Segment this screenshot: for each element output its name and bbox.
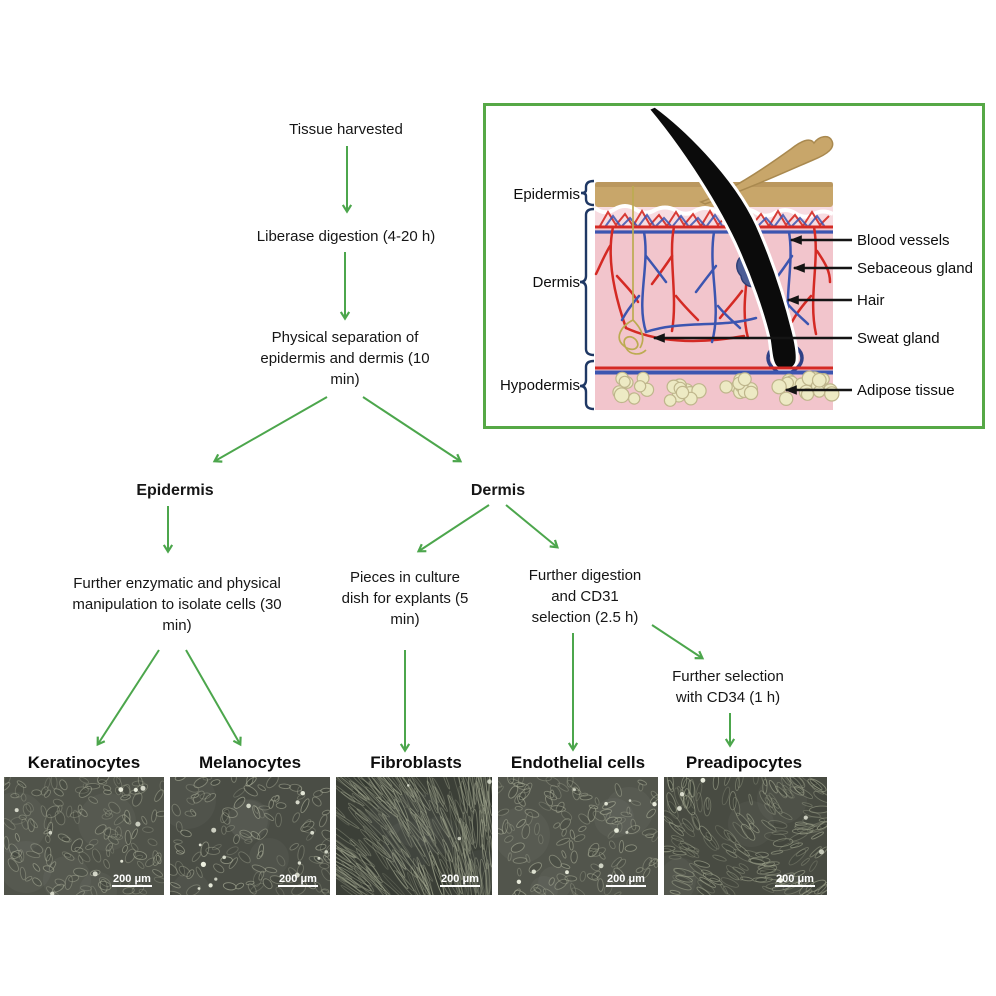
scale-bar: 200 μm [775, 873, 815, 887]
micrograph-keratinocytes: 200 μm [4, 777, 164, 895]
label-hypodermis-layer: Hypodermis [499, 377, 580, 394]
micrograph-image: 200 μm [336, 777, 492, 895]
arrow-dermis-to-pieces [416, 504, 490, 553]
scale-bar: 200 μm [278, 873, 318, 887]
layer-brackets [579, 179, 595, 411]
micrograph-image: 200 μm [170, 777, 330, 895]
node-physical-separation: Physical separation of epidermis and der… [260, 329, 430, 388]
scale-bar-label: 200 μm [441, 873, 479, 885]
scale-bar-label: 200 μm [776, 873, 814, 885]
scale-bar: 200 μm [440, 873, 480, 887]
label-fibroblasts: Fibroblasts [370, 753, 462, 772]
label-sweat-gland: Sweat gland [857, 330, 940, 347]
skin-anatomy-inset: Epidermis Dermis Hypodermis Blood vessel… [483, 103, 985, 429]
scale-bar-label: 200 μm [607, 873, 645, 885]
hypodermis-bracket [579, 359, 595, 411]
micrograph-fibroblasts: 200 μm [336, 777, 492, 895]
pointer-arrows [652, 235, 852, 395]
micrograph-melanocytes: 200 μm [170, 777, 330, 895]
scale-bar: 200 μm [606, 873, 646, 887]
adipocyte [743, 385, 759, 401]
label-preadipocytes: Preadipocytes [685, 753, 803, 772]
arrow-separation-to-dermis [362, 396, 463, 463]
node-epidermis: Epidermis [136, 482, 214, 499]
adipocyte [737, 372, 752, 387]
micrograph-preadipocytes: 200 μm [664, 777, 827, 895]
label-endothelial-cells: Endothelial cells [510, 753, 646, 772]
node-further-enzymatic: Further enzymatic and physical manipulat… [72, 575, 282, 634]
adipocyte [719, 380, 733, 394]
adipocyte [613, 387, 630, 404]
epidermis-bracket [580, 179, 595, 207]
adipocyte [771, 379, 787, 395]
node-dermis: Dermis [470, 482, 526, 499]
micrograph-image: 200 μm [664, 777, 827, 895]
red-vessel-trees [594, 225, 832, 343]
arrow-to-keratinocytes [96, 649, 160, 747]
adipocyte [675, 385, 690, 400]
sweat-gland-shape [618, 186, 647, 355]
arrow-digestion-to-selection [651, 624, 705, 660]
arrow-dermis-to-digestion [505, 504, 560, 549]
upper-blue-capillaries [604, 213, 826, 229]
micrograph-endothelial-cells: 200 μm [498, 777, 658, 895]
node-liberase-digestion: Liberase digestion (4-20 h) [256, 228, 436, 245]
label-dermis-layer: Dermis [532, 274, 581, 291]
label-sebaceous-gland: Sebaceous gland [857, 260, 973, 277]
adipocyte [618, 375, 631, 388]
adipocyte [663, 394, 677, 407]
adipocyte [633, 380, 647, 393]
label-melanocytes: Melanocytes [198, 753, 302, 772]
skin-anatomy-illustration [579, 106, 852, 411]
dermis-bracket [579, 207, 595, 357]
micrograph-image: 200 μm [498, 777, 658, 895]
label-epidermis-layer: Epidermis [513, 186, 580, 203]
scale-bar-label: 200 μm [113, 873, 151, 885]
label-adipose-tissue: Adipose tissue [857, 382, 955, 399]
epidermis-wavy-line [593, 204, 834, 219]
label-keratinocytes: Keratinocytes [27, 753, 141, 772]
adipocyte [811, 372, 827, 388]
node-tissue-harvested: Tissue harvested [289, 121, 403, 138]
micrograph-image: 200 μm [4, 777, 164, 895]
node-further-digestion: Further digestion and CD31 selection (2.… [528, 567, 642, 626]
arrow-to-melanocytes [185, 649, 242, 747]
adipocyte [779, 391, 794, 406]
node-pieces-explants: Pieces in culture dish for explants (5 m… [341, 569, 469, 628]
scale-bar-label: 200 μm [279, 873, 317, 885]
scale-bar: 200 μm [112, 873, 152, 887]
node-further-selection: Further selection with CD34 (1 h) [672, 668, 784, 706]
arrow-separation-to-epidermis [212, 396, 328, 463]
adipocyte [627, 392, 641, 405]
adipose-tissue-shape [612, 370, 840, 407]
label-hair: Hair [857, 292, 885, 309]
label-blood-vessels: Blood vessels [857, 232, 950, 249]
